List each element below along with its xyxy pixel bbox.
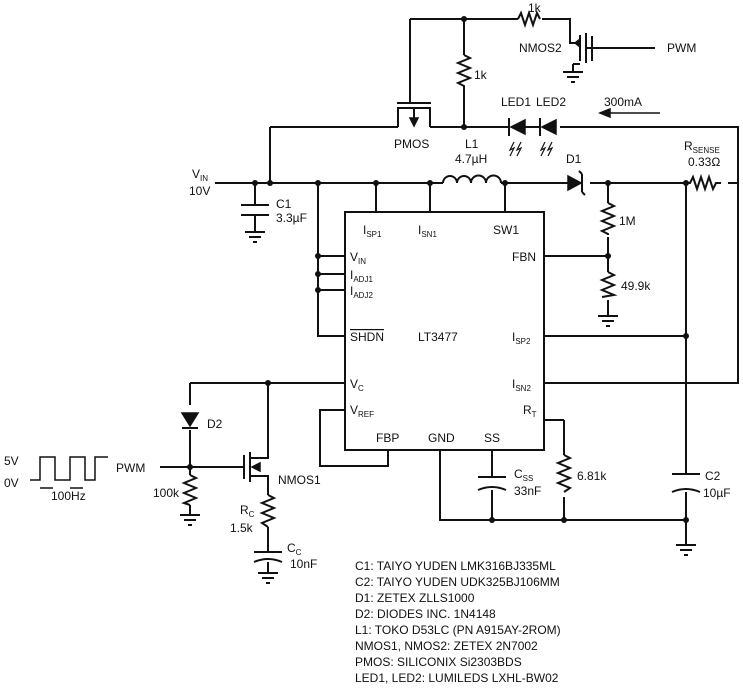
ground-symbols — [180, 71, 696, 584]
label-rsense-value: 0.33Ω — [688, 155, 720, 169]
bom-list: C1: TAIYO YUDEN LMK316BJ335ML C2: TAIYO … — [355, 559, 561, 685]
capacitor-css — [477, 476, 507, 491]
label-d1: D1 — [566, 152, 582, 166]
pin-vref: VREF — [350, 403, 374, 419]
bom-line: L1: TOKO D53LC (PN A915AY-2ROM) — [355, 623, 561, 637]
label-vin-value: 10V — [189, 184, 210, 198]
pin-isn1: ISN1 — [418, 223, 437, 239]
label-c1: C1 — [276, 197, 292, 211]
pin-shdn: SHDN — [350, 330, 384, 344]
label-nmos2: NMOS2 — [519, 41, 562, 55]
label-0v: 0V — [4, 476, 19, 490]
label-r-100k: 100k — [153, 486, 180, 500]
resistor-100k — [181, 474, 199, 506]
diode-d1 — [567, 170, 586, 196]
pin-iadj2: IADJ2 — [350, 284, 373, 300]
label-r-mid: 1k — [474, 68, 488, 82]
diode-d2 — [180, 412, 200, 429]
capacitor-c1 — [241, 204, 269, 216]
label-current: 300mA — [604, 95, 642, 109]
label-rc: RC — [240, 503, 255, 519]
resistor-6k81 — [555, 454, 573, 493]
pin-iadj1: IADJ1 — [350, 268, 373, 284]
pin-vc: VC — [350, 377, 364, 393]
led-led2 — [525, 118, 557, 157]
component-labels: 1k NMOS2 PWM 1k LED1 LED2 300mA PMOS L1 … — [4, 1, 731, 571]
label-r-top: 1k — [528, 1, 542, 15]
chip-name: LT3477 — [418, 330, 458, 344]
capacitor-cc — [253, 551, 283, 563]
pin-isp2: ISP2 — [512, 330, 531, 346]
label-c1-value: 3.3µF — [276, 211, 307, 225]
label-led1: LED1 — [501, 95, 531, 109]
label-r-1m: 1M — [619, 214, 636, 228]
pin-fbp: FBP — [376, 431, 399, 445]
bom-line: NMOS1, NMOS2: ZETEX 2N7002 — [355, 639, 538, 653]
label-l1: L1 — [465, 137, 479, 151]
label-pmos: PMOS — [394, 137, 429, 151]
label-5v: 5V — [4, 454, 19, 468]
resistor-1k-top — [517, 9, 541, 29]
pin-vin: VIN — [350, 250, 366, 266]
pwm-waveform-icon — [30, 456, 108, 489]
pin-sw1: SW1 — [493, 223, 519, 237]
resistor-1m — [599, 202, 617, 235]
led-led1 — [500, 118, 526, 157]
resistor-rsense — [686, 173, 721, 193]
transistor-pmos — [397, 100, 431, 128]
bom-line: PMOS: SILICONIX Si2303BDS — [355, 655, 522, 669]
label-cc: CC — [287, 541, 302, 557]
ic-lt3477-body — [344, 211, 545, 451]
label-css-value: 33nF — [514, 484, 541, 498]
label-c2: C2 — [705, 469, 721, 483]
pin-fbn: FBN — [512, 250, 536, 264]
label-r-6k81: 6.81k — [577, 469, 607, 483]
bom-line: C1: TAIYO YUDEN LMK316BJ335ML — [355, 559, 556, 573]
junction-dots — [187, 16, 689, 523]
transistor-nmos2 — [573, 33, 611, 65]
pin-gnd: GND — [428, 431, 455, 445]
label-led2: LED2 — [536, 95, 566, 109]
current-arrow — [597, 107, 660, 119]
label-vin: VIN — [192, 167, 208, 183]
pin-rt: RT — [523, 403, 537, 419]
label-pwm-top: PWM — [667, 41, 696, 55]
bom-line: D2: DIODES INC. 1N4148 — [355, 607, 496, 621]
resistor-rc — [259, 494, 277, 528]
label-pwm-left: PWM — [116, 461, 145, 475]
capacitor-c2 — [671, 473, 701, 493]
label-nmos1: NMOS1 — [278, 473, 321, 487]
bom-line: C2: TAIYO YUDEN UDK325BJ106MM — [355, 575, 560, 589]
label-css: CSS — [514, 467, 533, 483]
pin-isp1: ISP1 — [363, 223, 382, 239]
wires — [160, 18, 739, 573]
label-l1-value: 4.7µH — [455, 152, 487, 166]
label-cc-value: 10nF — [290, 557, 317, 571]
label-rc-value: 1.5k — [230, 521, 254, 535]
chip-pin-labels: ISP1 ISN1 SW1 VIN IADJ1 IADJ2 SHDN LT347… — [350, 223, 537, 445]
label-r-49k9: 49.9k — [621, 279, 651, 293]
bom-line: D1: ZETEX ZLLS1000 — [355, 591, 475, 605]
label-100hz: 100Hz — [51, 489, 86, 503]
inductor-l1 — [442, 174, 502, 184]
label-c2-value: 10µF — [703, 486, 731, 500]
resistor-1k-mid — [455, 54, 473, 90]
label-rsense: RSENSE — [684, 139, 720, 155]
bom-line: LED1, LED2: LUMILEDS LXHL-BW02 — [355, 671, 559, 685]
pin-isn2: ISN2 — [512, 377, 531, 393]
label-d2: D2 — [207, 417, 223, 431]
pin-ss: SS — [484, 431, 500, 445]
transistor-nmos1 — [236, 450, 269, 482]
resistor-49k9 — [599, 271, 618, 298]
